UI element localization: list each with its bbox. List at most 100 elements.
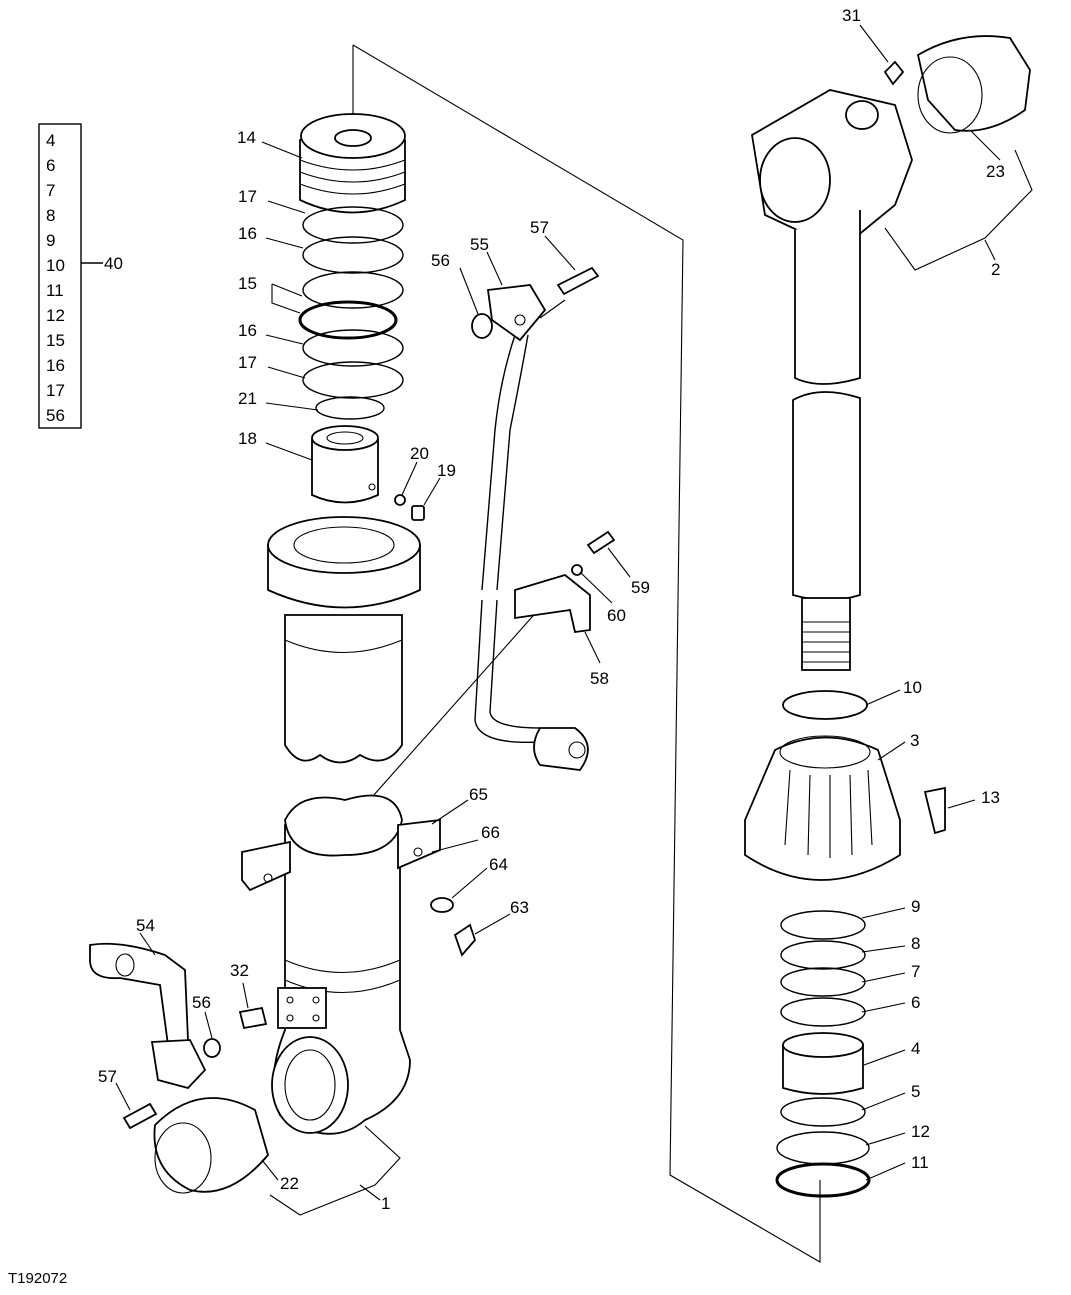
callout-56: 56 xyxy=(192,993,211,1012)
barrel-hardware xyxy=(89,897,477,1194)
tube-fitting xyxy=(533,727,589,771)
callout-22: 22 xyxy=(280,1174,299,1193)
head-flange-bore xyxy=(293,526,395,564)
callout-19: 19 xyxy=(437,461,456,480)
tube-lower xyxy=(474,599,541,744)
piston-rod xyxy=(751,35,1031,671)
callout-9: 9 xyxy=(911,897,920,916)
wear-ring-lower xyxy=(302,361,404,399)
callout-17: 17 xyxy=(238,187,257,206)
set-screw xyxy=(411,505,425,521)
kit-label: 40 xyxy=(104,254,123,273)
callout-1: 1 xyxy=(381,1194,390,1213)
steel-ball xyxy=(394,494,406,506)
callout-2: 2 xyxy=(991,260,1000,279)
bushing-4 xyxy=(782,1044,864,1095)
leader xyxy=(984,239,996,261)
tab-hole-right xyxy=(413,847,423,857)
callout-60: 60 xyxy=(607,606,626,625)
leader xyxy=(267,366,306,379)
leader xyxy=(115,1082,131,1111)
tab-hole-left xyxy=(263,873,273,883)
assembly-centerlines xyxy=(352,44,821,1263)
o-ring xyxy=(298,300,398,340)
back-up-ring-lower xyxy=(302,329,404,367)
leader xyxy=(242,982,249,1009)
leader xyxy=(865,1132,906,1146)
leader xyxy=(265,334,304,345)
piston-nut-top xyxy=(311,425,379,451)
leader xyxy=(271,283,303,297)
callout-55: 55 xyxy=(470,235,489,254)
piston-grooves xyxy=(299,159,406,195)
leader xyxy=(459,267,479,315)
split-flange xyxy=(486,284,547,342)
dust-seal xyxy=(782,690,868,720)
callout-15: 15 xyxy=(238,274,257,293)
port-bolt-hole xyxy=(286,1014,294,1022)
head-barrel-step xyxy=(284,639,403,654)
barrel-tab-left xyxy=(241,840,291,892)
callout-14: 14 xyxy=(237,128,256,147)
washer xyxy=(430,897,454,913)
leader xyxy=(579,571,613,604)
rod-guide-bore xyxy=(779,735,871,769)
callout-5: 5 xyxy=(911,1082,920,1101)
leader xyxy=(474,913,511,935)
cap-screw xyxy=(453,923,477,957)
leader xyxy=(861,1092,906,1111)
callout-16: 16 xyxy=(238,321,257,340)
callout-32: 32 xyxy=(230,961,249,980)
seal-6 xyxy=(780,997,866,1027)
kit-item: 11 xyxy=(46,281,64,300)
barrel-tab-right xyxy=(397,818,441,870)
rod-guide-assembly xyxy=(744,690,946,1198)
callout-6: 6 xyxy=(911,993,920,1012)
leader-bracket-2 xyxy=(884,149,1033,271)
o-ring-11 xyxy=(775,1162,871,1198)
leader xyxy=(861,1002,906,1013)
clamp-cap-screw xyxy=(586,530,616,555)
piston-assembly xyxy=(298,113,425,521)
leader xyxy=(423,477,441,506)
leader xyxy=(261,1159,279,1181)
kit-item: 8 xyxy=(46,206,55,225)
clamp-centerline xyxy=(364,607,541,806)
callout-10: 10 xyxy=(903,678,922,697)
piston-nut-bore xyxy=(326,431,364,445)
callout-16: 16 xyxy=(238,224,257,243)
leader xyxy=(947,799,976,809)
callout-58: 58 xyxy=(590,669,609,688)
cylinder-barrel xyxy=(241,794,441,1135)
leader xyxy=(401,461,418,496)
rod-eye-bore xyxy=(759,137,831,223)
leader xyxy=(431,839,479,853)
barrel-port-block xyxy=(277,987,327,1029)
kit-item: 4 xyxy=(46,131,55,150)
rod-thread xyxy=(801,597,851,671)
callout-23: 23 xyxy=(986,162,1005,181)
cylinder-head xyxy=(267,516,421,764)
leader xyxy=(261,141,303,159)
elbow-tube-bore xyxy=(115,953,135,977)
kit-item: 9 xyxy=(46,231,55,250)
callout-11: 11 xyxy=(911,1153,929,1172)
kit-item: 56 xyxy=(46,406,65,425)
head-barrel xyxy=(284,614,403,764)
barrel-eye xyxy=(271,1036,349,1134)
leader xyxy=(607,547,631,578)
flange-cap-screw xyxy=(556,266,600,296)
kit-list: 4 6 7 8 9 10 11 12 15 16 17 56 40 xyxy=(38,123,123,429)
tube-assembly xyxy=(471,266,616,771)
bushing-bore xyxy=(154,1122,212,1194)
centerline-frame xyxy=(352,44,821,1263)
snap-ring-5 xyxy=(780,1097,866,1127)
callout-17: 17 xyxy=(238,353,257,372)
kit-box xyxy=(38,123,82,429)
callout-18: 18 xyxy=(238,429,257,448)
leader xyxy=(877,741,906,761)
elbow-flange xyxy=(150,1039,207,1090)
callout-3: 3 xyxy=(910,731,919,750)
callout-64: 64 xyxy=(489,855,508,874)
